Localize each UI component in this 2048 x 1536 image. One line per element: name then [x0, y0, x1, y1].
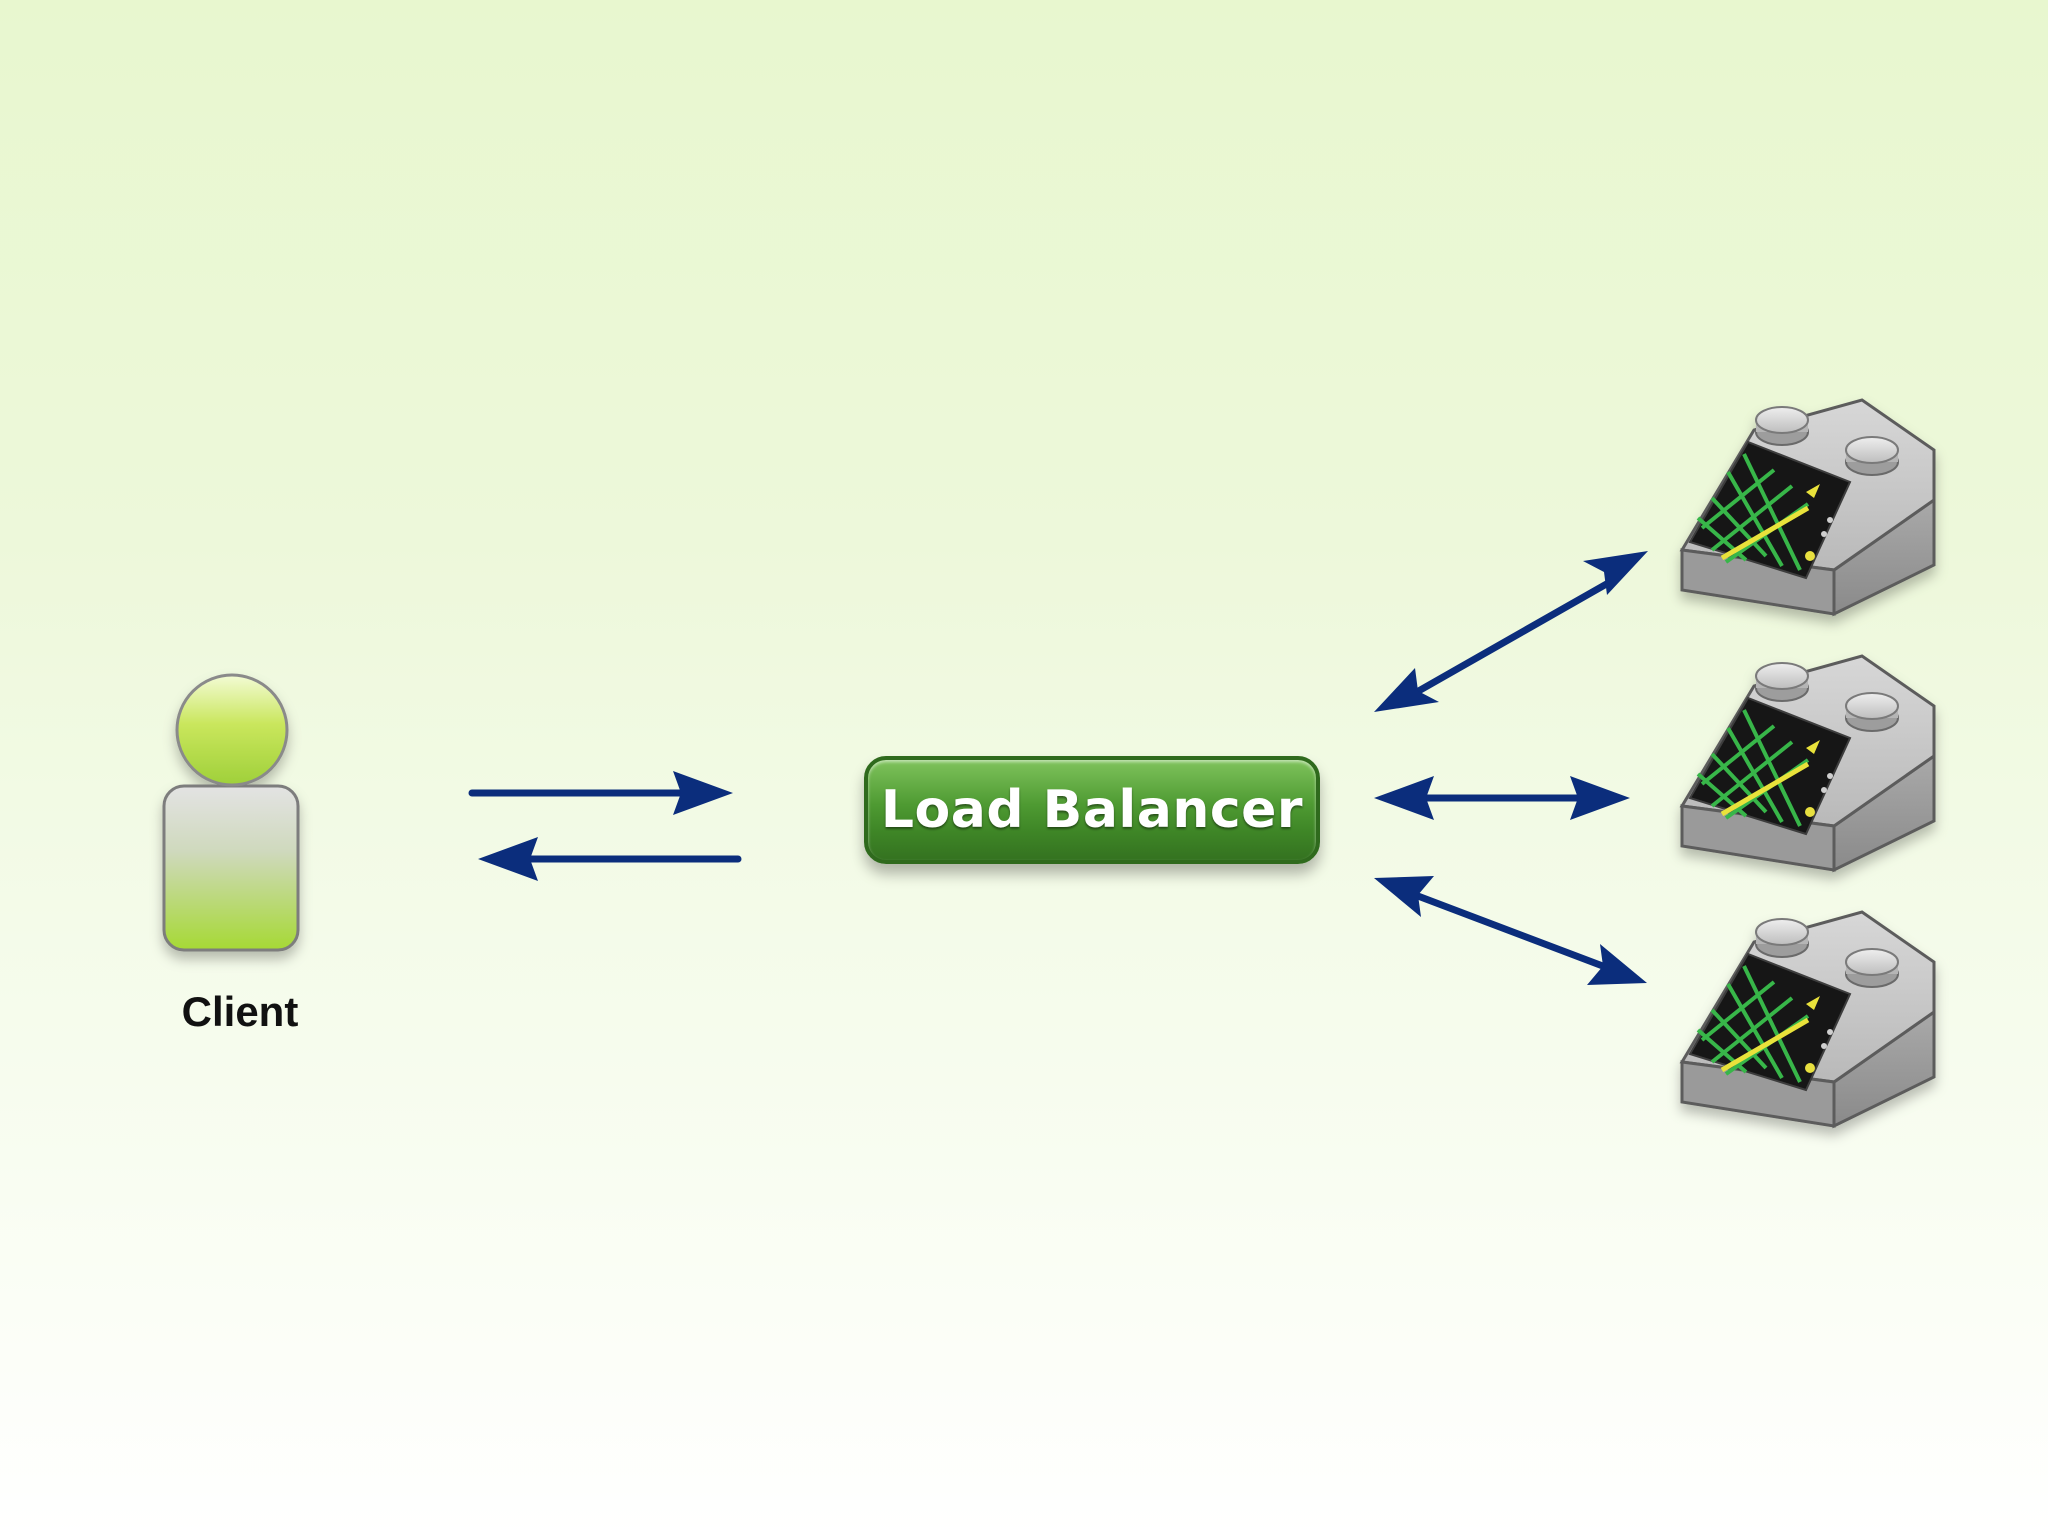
person-head — [175, 673, 289, 787]
balancer-to-client-arrow — [478, 837, 742, 881]
server-icon — [1679, 398, 1936, 617]
balancer-server-2-arrow — [1374, 776, 1630, 820]
balancer-server-1-arrow — [1374, 551, 1648, 712]
server-icon — [1679, 654, 1936, 873]
client-to-balancer-arrow — [468, 771, 733, 815]
person-icon — [162, 673, 300, 952]
person-body — [162, 784, 300, 952]
load-balancer-label: Load Balancer — [880, 780, 1304, 840]
client-label: Client — [181, 988, 299, 1035]
load-balancer-node: Load Balancer — [864, 756, 1320, 864]
server-icon — [1679, 910, 1936, 1129]
balancer-server-3-arrow — [1374, 876, 1647, 985]
server-group — [1679, 398, 1936, 1129]
